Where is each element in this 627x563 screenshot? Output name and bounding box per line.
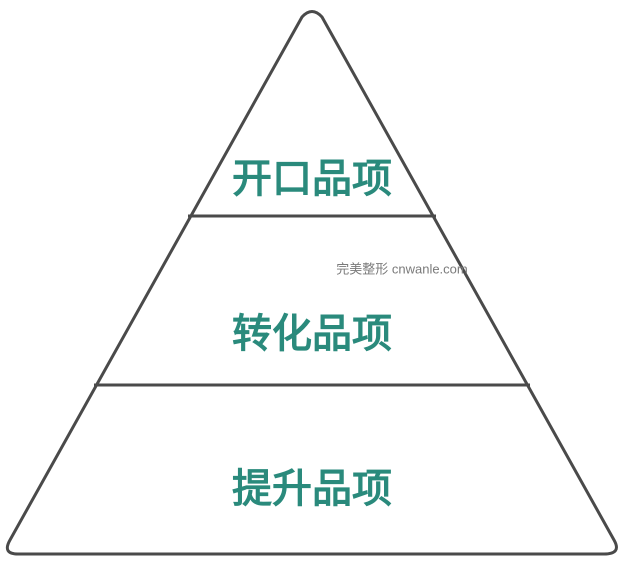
tier-label-top: 开口品项 xyxy=(232,156,392,202)
tier-label-middle: 转化品项 xyxy=(232,311,392,357)
watermark-text: 完美整形 cnwanle.com xyxy=(336,261,467,276)
tier-label-bottom: 提升品项 xyxy=(232,466,392,512)
pyramid-outline xyxy=(5,10,618,556)
